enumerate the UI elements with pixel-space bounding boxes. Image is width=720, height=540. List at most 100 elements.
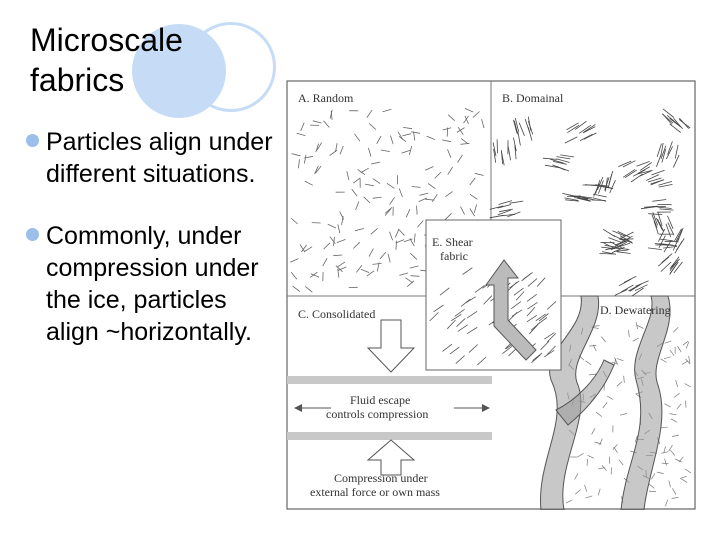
- random-particle: [356, 265, 363, 273]
- shear-particle: [535, 313, 546, 322]
- domainal-particle: [582, 126, 596, 134]
- random-particle: [447, 166, 453, 175]
- random-particle: [445, 191, 453, 198]
- dewatering-particle: [648, 483, 655, 489]
- dewatering-particle: [672, 488, 677, 495]
- dewatering-particle: [656, 471, 664, 474]
- random-particle: [372, 196, 382, 199]
- random-particle: [403, 127, 413, 130]
- random-particle: [390, 135, 394, 145]
- random-particle: [315, 143, 319, 153]
- domainal-particle: [618, 160, 632, 167]
- random-particle: [394, 228, 400, 238]
- domainal-particle: [601, 246, 616, 250]
- domainal-particle: [631, 287, 644, 297]
- label-consolidated: C. Consolidated: [298, 307, 375, 321]
- shear-particle: [462, 267, 473, 275]
- dewatering-particle: [628, 330, 630, 338]
- random-particle: [335, 265, 343, 273]
- domainal-particle: [513, 119, 518, 134]
- shear-particle: [513, 287, 524, 296]
- bullet-item: Commonly, under compression under the ic…: [26, 220, 276, 348]
- domainal-particle: [570, 195, 585, 198]
- domainal-particle: [658, 184, 673, 188]
- dewatering-particle: [688, 355, 691, 363]
- random-particle: [296, 132, 306, 136]
- down-arrow-icon: [366, 319, 416, 373]
- domainal-particle: [658, 235, 666, 249]
- domainal-particle: [647, 247, 662, 250]
- domainal-particle: [663, 244, 678, 247]
- dewatering-particle: [595, 411, 602, 417]
- label-compression-2: external force or own mass: [310, 485, 440, 499]
- domainal-particle: [614, 241, 628, 250]
- dewatering-column-right: [620, 295, 671, 510]
- dewatering-particle: [650, 473, 656, 480]
- random-particle: [323, 242, 331, 250]
- random-particle: [353, 241, 361, 249]
- microscale-fabrics-figure: A. Random B. Domainal E. Shear fabric C.…: [286, 80, 696, 510]
- random-particle: [304, 155, 314, 159]
- dewatering-particle: [601, 336, 606, 343]
- random-particle: [323, 120, 330, 128]
- domainal-particle: [674, 228, 682, 242]
- domainal-particle: [578, 195, 593, 199]
- random-particle: [298, 159, 300, 169]
- dewatering-particle: [675, 380, 678, 387]
- random-particle: [346, 171, 350, 181]
- random-particle: [447, 114, 456, 121]
- domainal-particle: [658, 181, 673, 186]
- random-particle: [364, 183, 374, 187]
- domainal-particle: [665, 223, 672, 238]
- random-particle: [322, 258, 328, 267]
- dewatering-particle: [682, 340, 689, 346]
- domainal-particle: [658, 228, 666, 242]
- fluid-arrowhead-left-icon: [294, 404, 302, 412]
- domainal-particle: [567, 124, 580, 134]
- random-particle: [315, 165, 322, 174]
- domainal-particle: [598, 180, 604, 194]
- shear-particle: [546, 345, 556, 355]
- dewatering-particle: [594, 441, 602, 445]
- shear-particle: [510, 301, 522, 310]
- random-particle: [379, 251, 387, 260]
- domainal-particle: [514, 117, 519, 132]
- dewatering-particle: [602, 402, 608, 409]
- dewatering-particle: [588, 373, 596, 376]
- domainal-particle: [513, 120, 519, 135]
- domainal-particle: [489, 214, 504, 219]
- domainal-particle: [560, 154, 575, 158]
- random-particle: [384, 208, 392, 216]
- dewatering-particle: [565, 499, 573, 504]
- random-particle: [397, 131, 404, 140]
- domainal-particle: [614, 240, 629, 246]
- dewatering-particle: [661, 451, 669, 454]
- dewatering-particle: [577, 453, 584, 458]
- random-particle: [376, 262, 380, 272]
- random-particle: [463, 115, 469, 124]
- dewatering-particle: [606, 395, 614, 400]
- dewatering-particle: [663, 356, 671, 360]
- shear-particle: [538, 313, 549, 322]
- random-particle: [290, 258, 299, 263]
- dewatering-particle: [648, 490, 657, 492]
- random-particle: [398, 135, 407, 143]
- domainal-particle: [565, 199, 580, 202]
- domainal-particle: [614, 289, 628, 296]
- random-particle: [426, 135, 436, 140]
- domainal-particle: [619, 237, 633, 244]
- shear-particle: [540, 341, 550, 351]
- random-particle: [460, 206, 465, 215]
- random-particle: [387, 253, 391, 263]
- label-shear-2: fabric: [440, 249, 468, 263]
- domainal-particle: [583, 124, 596, 133]
- label-domainal: B. Domainal: [502, 91, 564, 105]
- random-particle: [464, 115, 469, 125]
- shear-particle: [522, 272, 533, 280]
- random-particle: [337, 266, 347, 271]
- random-particle: [303, 154, 307, 164]
- domainal-particle: [657, 206, 672, 209]
- domainal-particle: [657, 218, 665, 232]
- label-fluid-2: controls compression: [326, 407, 428, 421]
- dewatering-particle: [575, 489, 581, 495]
